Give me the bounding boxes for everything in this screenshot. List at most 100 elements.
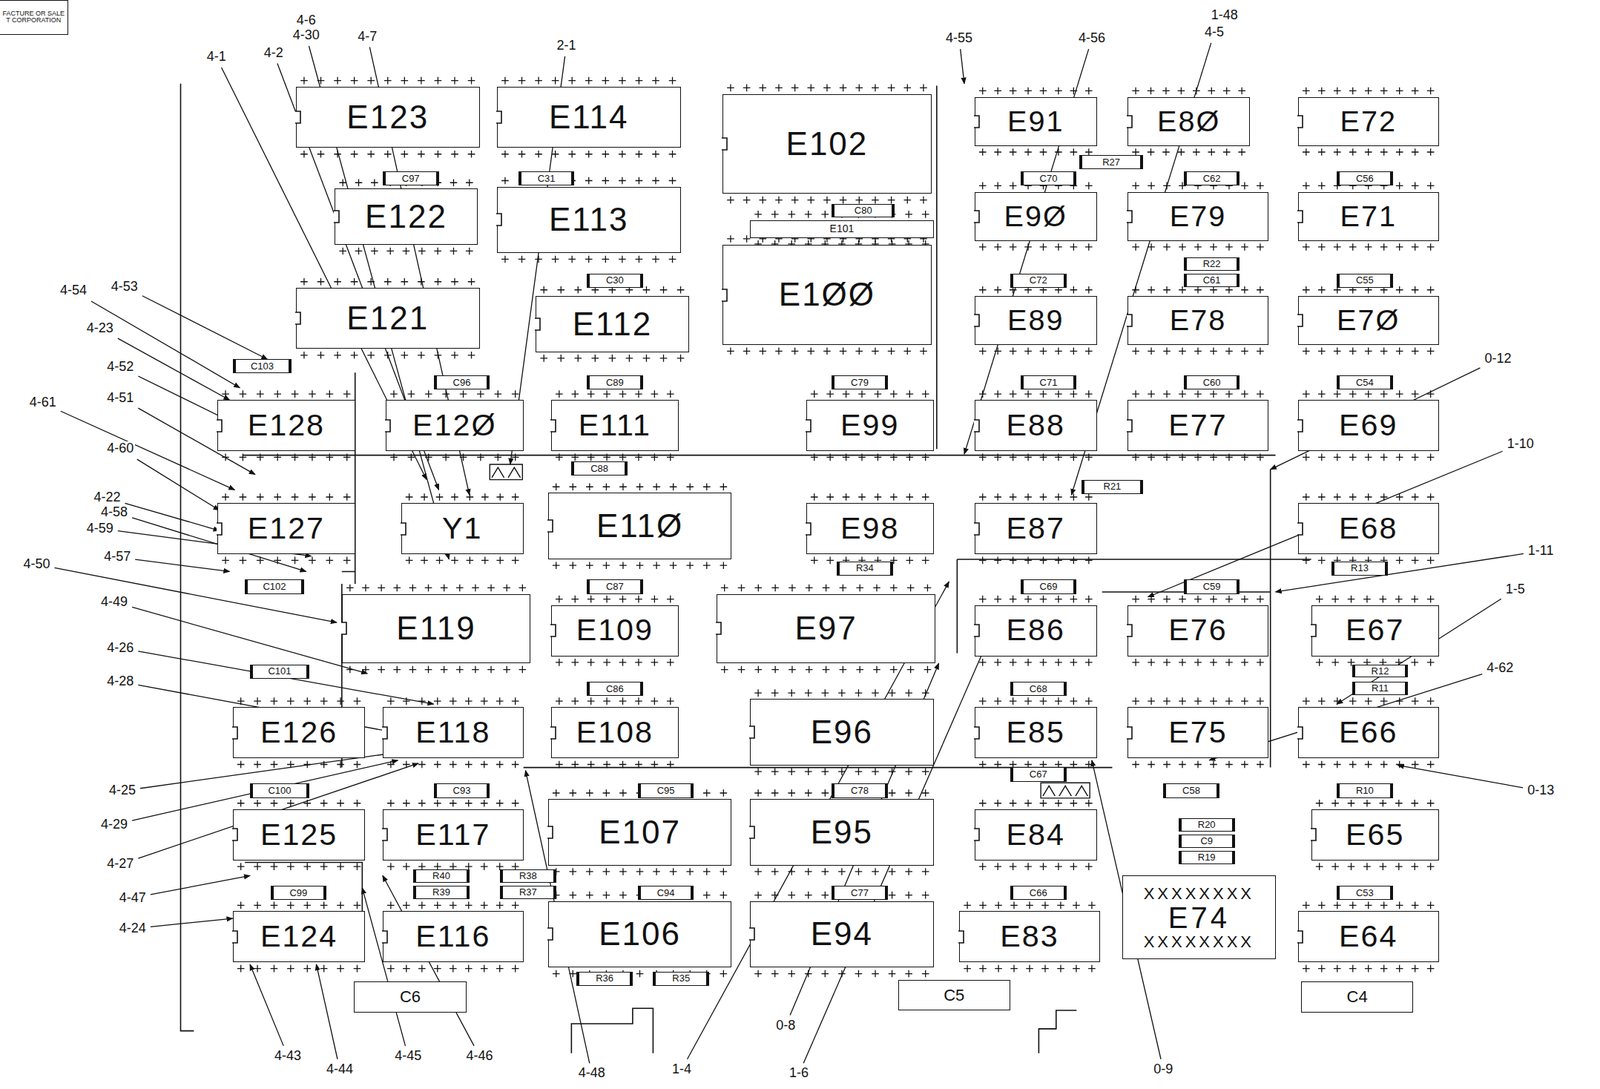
- pad-mark: [1009, 87, 1017, 95]
- pad-mark: [603, 697, 611, 705]
- pad-mark: [409, 584, 417, 592]
- component-box: C53: [1336, 885, 1394, 900]
- pad-mark: [456, 584, 464, 592]
- pad-mark: [804, 689, 813, 697]
- component-box: C69: [1020, 579, 1078, 594]
- part-designator: C95: [657, 785, 676, 796]
- pad-mark: [652, 561, 661, 569]
- pad-mark: [221, 557, 230, 565]
- pad-mark: [1318, 243, 1326, 251]
- pad-mark: [652, 255, 660, 264]
- pad-mark: [660, 286, 668, 294]
- pad-mark: [418, 799, 426, 808]
- pad-mark: [585, 150, 593, 158]
- pad-mark: [1333, 347, 1342, 355]
- pad-mark: [436, 493, 444, 501]
- pad-mark: [1349, 453, 1357, 462]
- component-box: R19: [1178, 850, 1236, 865]
- trace-line: [936, 86, 938, 450]
- callout-number: 4-50: [22, 557, 52, 572]
- pad-mark: [511, 453, 520, 462]
- pad-mark: [807, 347, 815, 355]
- pad-mark: [1364, 493, 1373, 501]
- pad-mark: [771, 789, 779, 797]
- pin1-notch-mark: [1126, 115, 1132, 128]
- pad-mark: [993, 390, 1002, 398]
- pad-mark: [635, 150, 644, 158]
- pad-mark: [1147, 697, 1155, 705]
- pad-mark: [1395, 862, 1403, 871]
- pad-mark: [496, 761, 504, 769]
- pad-mark: [635, 255, 644, 264]
- pad-mark: [720, 891, 728, 900]
- ic-chip: E95: [749, 798, 934, 865]
- pad-mark: [993, 493, 1002, 501]
- callout-number: 4-61: [28, 395, 58, 411]
- pad-mark: [619, 595, 627, 604]
- ic-chip: E111: [551, 399, 679, 451]
- pad-mark: [907, 666, 915, 674]
- pad-mark: [1302, 453, 1310, 462]
- pin1-notch: [973, 209, 983, 225]
- ic-chip: E109: [551, 605, 679, 657]
- pad-mark: [300, 351, 308, 360]
- pad-mark: [904, 210, 913, 219]
- pad-mark: [1256, 286, 1264, 294]
- pin1-notch-mark: [1126, 314, 1132, 327]
- part-designator: C86: [606, 683, 624, 695]
- callout-number: 4-28: [105, 674, 136, 690]
- pad-mark: [1209, 390, 1218, 398]
- pad-mark: [494, 453, 502, 462]
- pad-mark: [308, 493, 316, 501]
- pad-mark: [555, 761, 564, 769]
- pad-mark: [450, 493, 459, 501]
- pad-mark: [1024, 697, 1032, 705]
- pad-mark: [1009, 148, 1017, 156]
- pad-mark: [838, 867, 846, 876]
- pin1-notch-mark: [550, 624, 556, 637]
- pad-mark: [979, 658, 987, 667]
- ic-chip: E9Ø: [974, 192, 1098, 242]
- pad-mark: [237, 862, 245, 871]
- pad-mark: [1072, 965, 1081, 973]
- ic-chip: E97: [716, 594, 937, 664]
- pad-mark: [353, 965, 362, 973]
- pad-mark: [822, 666, 831, 674]
- pin1-notch: [382, 725, 391, 741]
- pin1-notch: [749, 824, 759, 840]
- callout-number: 4-53: [109, 279, 140, 295]
- pad-mark: [1318, 697, 1326, 705]
- pad-mark: [979, 347, 987, 355]
- pad-mark: [919, 84, 928, 92]
- pin1-notch: [973, 418, 983, 434]
- pad-mark: [1039, 557, 1048, 565]
- pad-mark: [666, 390, 675, 398]
- component-box: C99: [270, 885, 328, 900]
- pad-mark: [1302, 557, 1310, 565]
- pad-mark: [626, 354, 634, 362]
- pad-mark: [1411, 243, 1420, 251]
- board-outline: [180, 83, 1311, 1054]
- part-designator: E111: [578, 409, 652, 442]
- pad-mark: [338, 247, 347, 256]
- pad-mark: [754, 689, 762, 697]
- pad-mark: [336, 965, 345, 973]
- pad-mark: [924, 666, 932, 674]
- pad-mark: [384, 77, 392, 85]
- part-designator: C62: [1203, 173, 1221, 184]
- pad-mark: [336, 862, 345, 871]
- pad-mark: [726, 347, 735, 355]
- pad-mark: [1225, 697, 1233, 705]
- pad-mark: [1054, 595, 1063, 604]
- pad-mark: [1379, 799, 1388, 808]
- pad-mark: [387, 799, 395, 808]
- pad-mark: [651, 390, 659, 398]
- pad-mark: [1024, 862, 1032, 871]
- pin1-notch: [496, 109, 506, 125]
- pad-mark: [1178, 453, 1187, 462]
- capacitor-box: C4: [1301, 981, 1414, 1012]
- pad-mark: [810, 453, 819, 462]
- pad-mark: [291, 390, 299, 398]
- ic-chip: E94: [749, 901, 934, 968]
- pad-mark: [237, 799, 245, 808]
